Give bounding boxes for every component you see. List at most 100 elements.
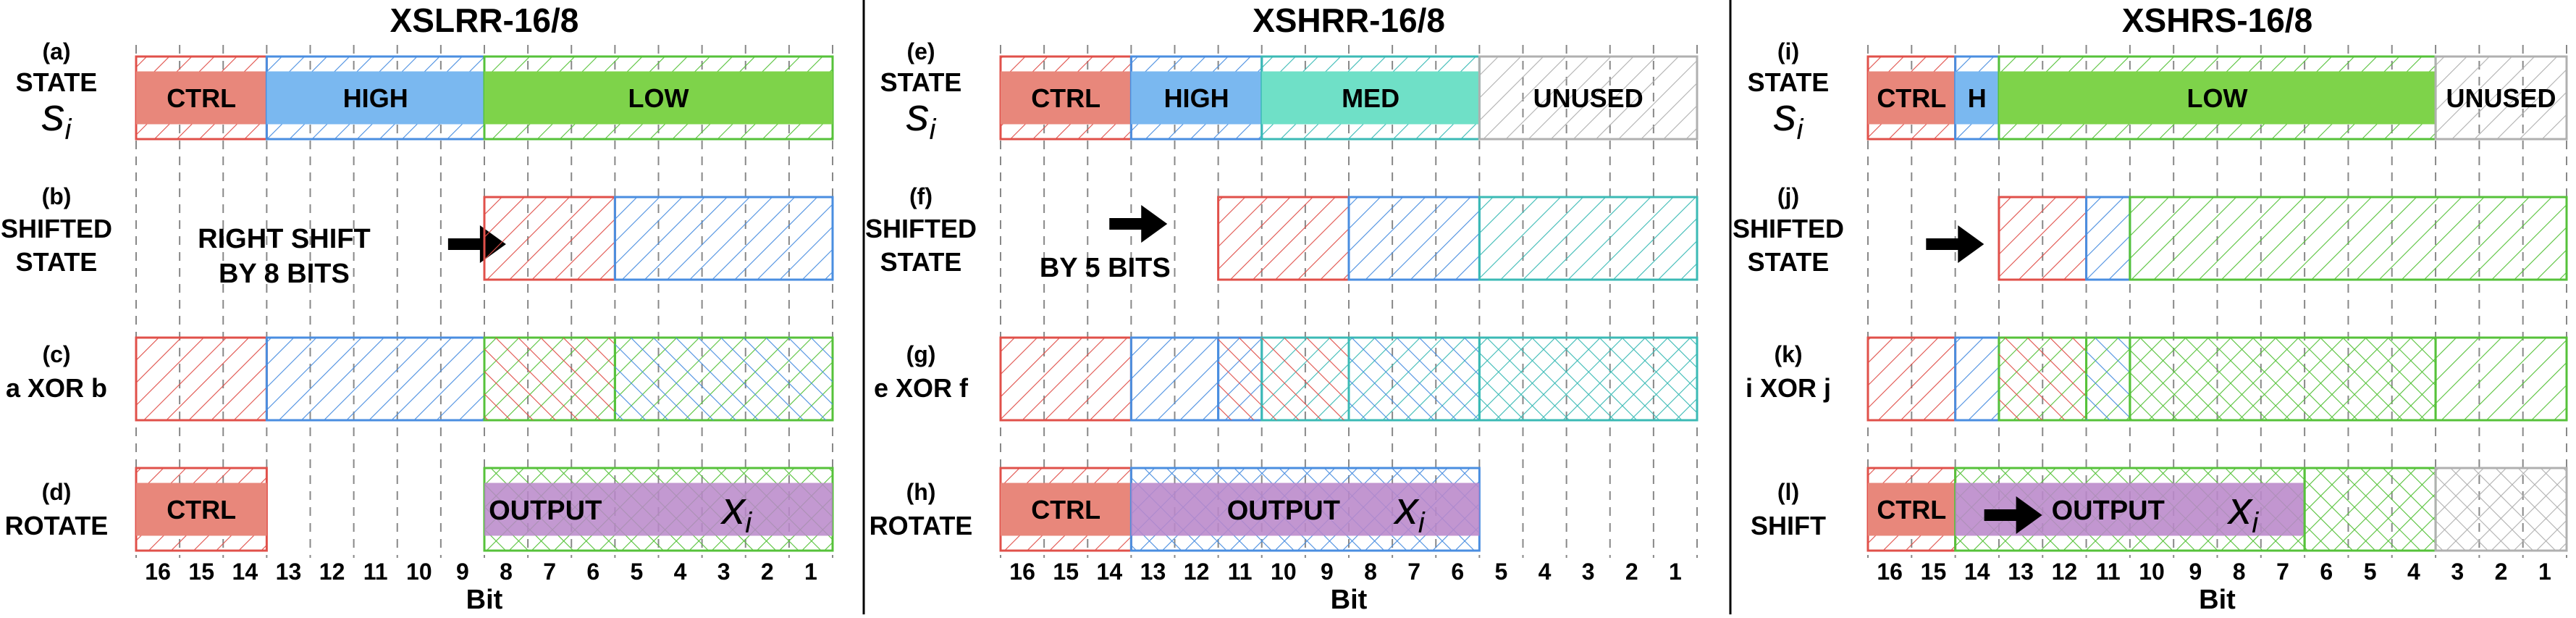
hatch-border: [2434, 55, 2568, 141]
cross-hatch-fill: [1479, 338, 1697, 420]
field-h-fill: [1955, 71, 1999, 125]
output-arrow: [1984, 496, 2042, 534]
bit-number: 5: [631, 559, 644, 585]
field-high-fill: [1131, 71, 1262, 125]
hatch-border: [1478, 55, 1699, 141]
label-d: (l): [1777, 479, 1799, 505]
field-high-fill: [266, 71, 484, 125]
bit-number: 14: [1097, 559, 1123, 585]
shift-note-2: BY 8 BITS: [219, 259, 350, 289]
field-ctrl: CTRL: [1866, 55, 1957, 141]
xor-med-high: [1347, 336, 1481, 422]
bit-number: 8: [1364, 559, 1377, 585]
field-med-fill: [1261, 71, 1480, 125]
field-high-label: HIGH: [343, 83, 408, 113]
field-ctrl-fill: [1868, 71, 1956, 125]
bit-number: 6: [586, 559, 599, 585]
bit-number: 11: [1228, 559, 1253, 585]
bit-number: 16: [1009, 559, 1035, 585]
bit-number: 16: [145, 559, 171, 585]
field-unused-label: UNUSED: [1533, 83, 1643, 113]
row-b-label-2: STATE: [880, 247, 962, 277]
field-low-fill: [1998, 71, 2436, 125]
shifted-ctrl: [483, 196, 616, 281]
hatch-fill: [2436, 57, 2567, 139]
bit-number: 4: [2407, 559, 2420, 585]
field-ctrl: CTRL: [999, 55, 1132, 141]
bit-number: 12: [2052, 559, 2078, 585]
bit-number: 9: [1321, 559, 1334, 585]
bit-number: 2: [1625, 559, 1638, 585]
hatch-fill: [1218, 197, 1349, 280]
field-low-fill: [484, 71, 833, 125]
output-field: [1129, 467, 1481, 552]
panel-title: XSHRS-16/8: [2122, 1, 2312, 39]
rot-ctrl-label: CTRL: [1031, 495, 1100, 525]
xor-ctrl: [1866, 336, 1957, 422]
xor-overlay: [2086, 338, 2130, 420]
label-a: (e): [906, 38, 935, 64]
hatch-fill: [266, 338, 484, 420]
field-med: MED: [1260, 55, 1481, 141]
bit-number: 11: [2096, 559, 2121, 585]
bit-number: 3: [2451, 559, 2464, 585]
field-h: H: [1954, 55, 2000, 141]
field-high: HIGH: [1129, 55, 1263, 141]
row-a-label: STATE: [880, 67, 962, 97]
output-label: OUTPUT: [489, 496, 602, 526]
hatch-fill: [1349, 197, 1480, 280]
bit-number: 15: [1053, 559, 1079, 585]
bit-number: 12: [319, 559, 345, 585]
x-axis-label: Bit: [466, 585, 503, 614]
shift-unused: [2434, 467, 2568, 552]
field-low: LOW: [483, 55, 834, 141]
bit-number: 2: [761, 559, 774, 585]
row-d-label: ROTATE: [870, 511, 973, 540]
bit-number: 1: [2538, 559, 2551, 585]
field-ctrl-label: CTRL: [167, 83, 236, 113]
xor-overlay: [1218, 338, 1262, 420]
row-b-label-1: SHIFTED: [1, 214, 112, 243]
hatch-fill: [2086, 197, 2130, 280]
shift-arrow: [1109, 205, 1168, 243]
xor-overlay: [484, 338, 615, 420]
row-d-label: ROTATE: [5, 511, 109, 540]
shift-note-1: RIGHT SHIFT: [198, 224, 371, 254]
rot-ctrl: CTRL: [999, 467, 1132, 552]
hatch-fill: [2436, 338, 2567, 420]
field-unused: [1478, 55, 1699, 141]
field-low: LOW: [1998, 55, 2437, 141]
xor-med-ctrl: [1260, 336, 1350, 422]
hatch-fill: [1001, 338, 1132, 420]
bit-number: 12: [1184, 559, 1210, 585]
field-ctrl-label: CTRL: [1031, 83, 1100, 113]
bit-number: 9: [456, 559, 469, 585]
shifted-high: [1347, 196, 1481, 281]
xor-h: [1954, 336, 2000, 422]
rot-ctrl-fill: [136, 483, 267, 536]
xor-overlay: [1998, 338, 2087, 420]
bit-number: 2: [2495, 559, 2508, 585]
x-axis-label: Bit: [1331, 585, 1368, 614]
xor-overlay: [1349, 338, 1480, 420]
bit-number: 9: [2189, 559, 2202, 585]
row-c-label: e XOR f: [874, 373, 969, 403]
hatch-fill: [484, 197, 615, 280]
output-label: OUTPUT: [1227, 496, 1340, 526]
output-symbol: xi: [720, 482, 752, 539]
bit-number: 14: [1964, 559, 1990, 585]
cross-hatch-fill: [2129, 338, 2436, 420]
label-a: (i): [1777, 38, 1799, 64]
output-symbol: xi: [2226, 482, 2259, 539]
shifted-high: [613, 196, 834, 281]
field-ctrl-fill: [1001, 71, 1132, 125]
row-a-label: STATE: [1748, 67, 1830, 97]
hatch-fill: [615, 197, 833, 280]
xor-overlay: [1261, 338, 1349, 420]
panel-1: XSLRR-16/8(a)STATEsi(b)SHIFTEDSTATE(c)a …: [1, 1, 834, 615]
xor-unused-low: [2434, 336, 2568, 422]
bit-number: 1: [804, 559, 817, 585]
xor-unused-med: [1478, 336, 1699, 422]
xor-low-ctrl: [483, 336, 616, 422]
hatch-fill: [2129, 197, 2567, 280]
